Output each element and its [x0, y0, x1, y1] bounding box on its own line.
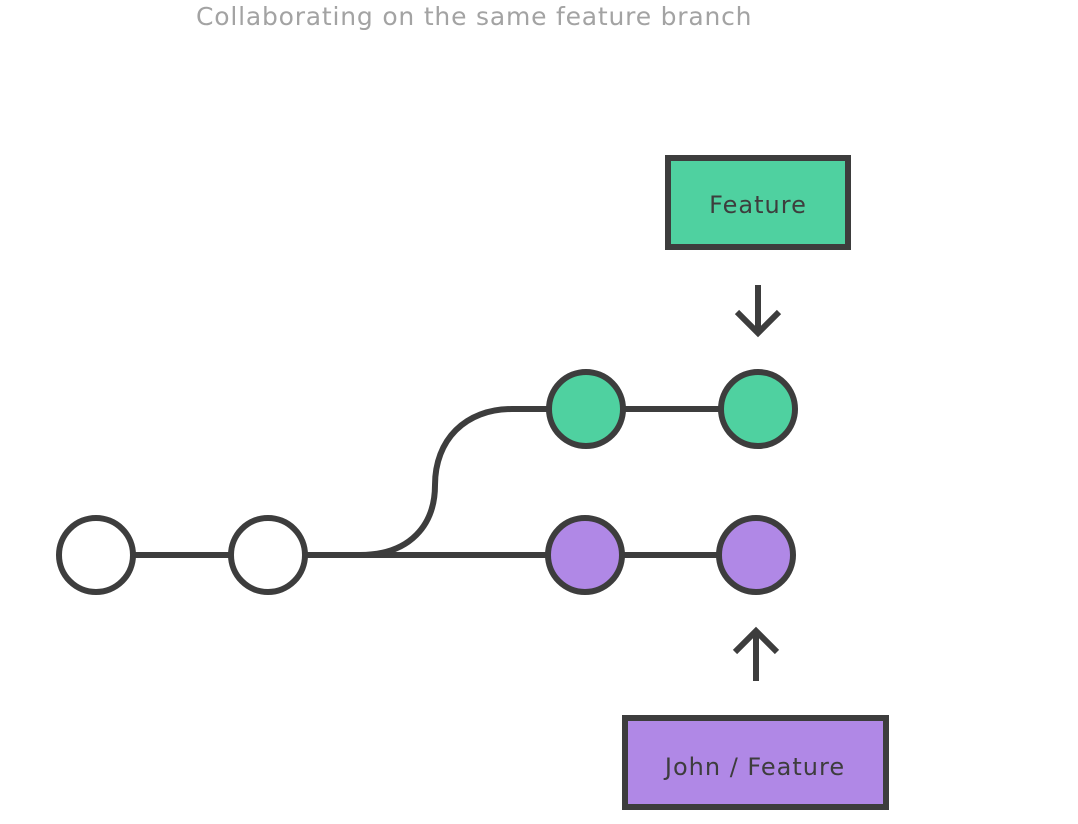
diagram-title: Collaborating on the same feature branch: [196, 2, 753, 31]
john-feature-branch-label: John / Feature: [663, 753, 845, 781]
commit-empty-2: [228, 515, 308, 595]
commit-green-2: [718, 369, 798, 449]
commit-purple-2: [716, 515, 796, 595]
commit-purple-1: [545, 515, 625, 595]
commit-empty-1: [56, 515, 136, 595]
feature-branch-label: Feature: [709, 191, 807, 219]
john-feature-branch-box: [622, 715, 889, 810]
arrow-up-icon: [732, 626, 780, 681]
branch-curve: [330, 406, 548, 558]
commit-green-1: [546, 369, 626, 449]
feature-branch-box: [665, 155, 851, 250]
arrow-down-icon: [734, 285, 782, 338]
